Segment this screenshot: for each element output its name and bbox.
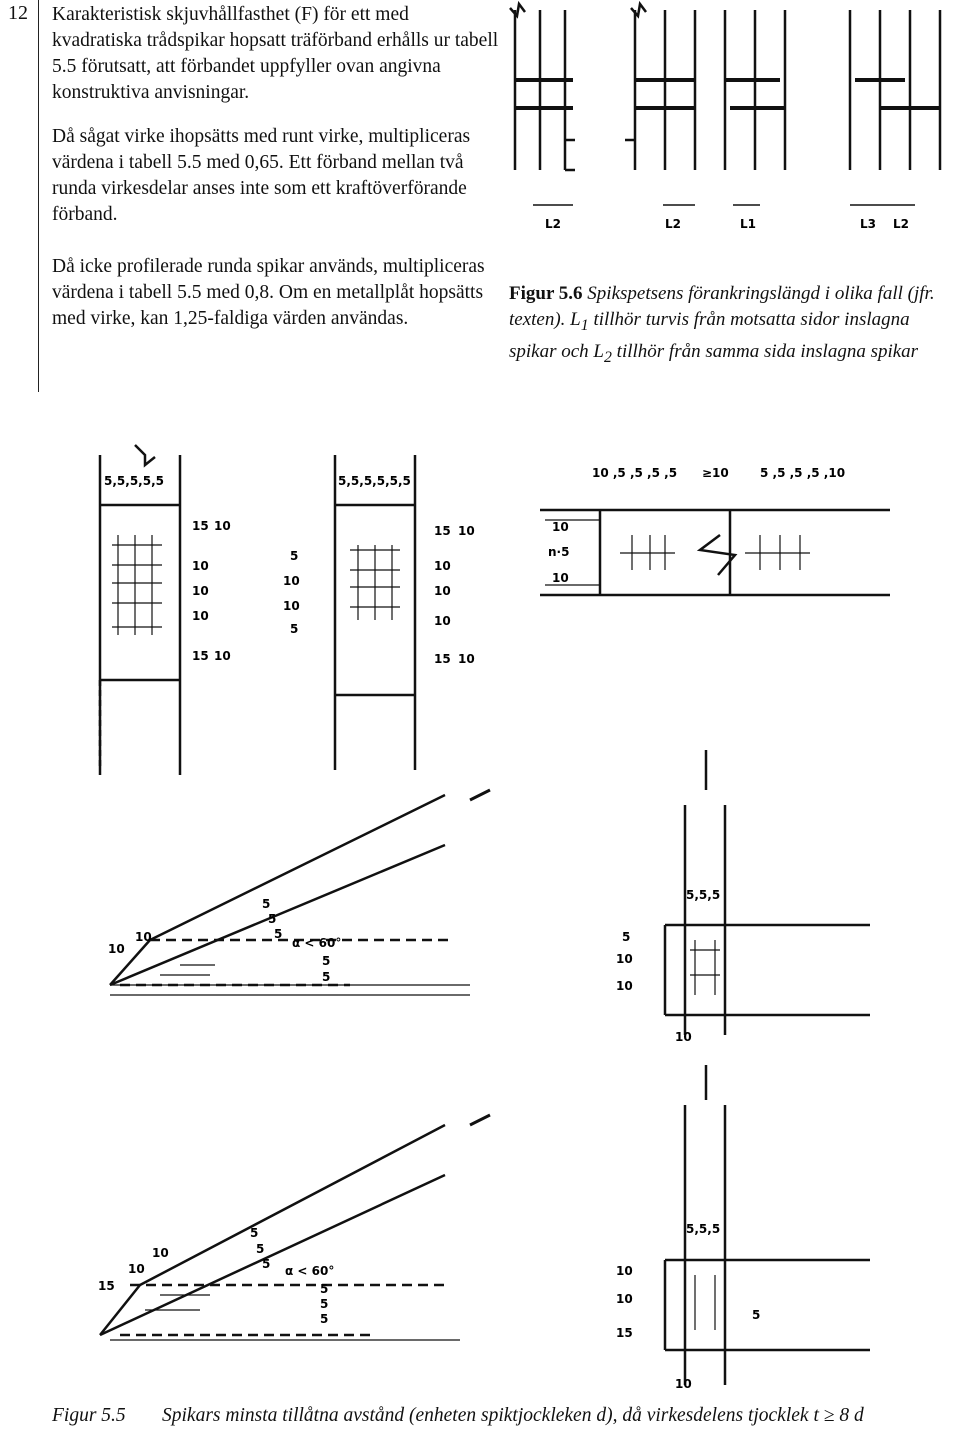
f-edge-2: 10: [128, 1262, 145, 1276]
a-15-bottom: 15: [192, 649, 209, 663]
b-row-1: 10: [434, 559, 451, 573]
figure-5-6-caption-b: tillhör turvis från motsatta sidor insla…: [509, 309, 910, 362]
c-left-3: 10: [552, 571, 569, 585]
page-number: 12: [8, 2, 28, 24]
a-15-top: 15: [192, 519, 209, 533]
figure-5-6-caption-c: tillhör från samma sida inslagna spikar: [611, 340, 919, 362]
f-edge-3: 10: [152, 1246, 169, 1260]
a-row-2: 10: [192, 584, 209, 598]
c-top-spacing-1: 10 ,5 ,5 ,5 ,5: [592, 466, 677, 480]
c-left-2: n·5: [548, 545, 569, 559]
b-15-bottom: 15: [434, 652, 451, 666]
figure-5-6-caption-a: Spikspetsens förankringslängd i olika fa…: [509, 283, 935, 330]
a-10-bottom: 10: [214, 649, 231, 663]
d-pitch-1: 5: [262, 897, 270, 911]
d-edge-2: 10: [135, 930, 152, 944]
paragraph-2-text: Då sågat virke ihopsätts med runt virke,…: [52, 126, 471, 225]
figure-5-5-drawing: 5,5,5,5,5 15 10 10 10 10 15 10 5,5,5,5,5…: [98, 444, 890, 1391]
g-left-1: 10: [616, 1264, 633, 1278]
c-top-spacing-2: ≥10: [702, 466, 729, 480]
b-row-3: 10: [434, 614, 451, 628]
figure-5-6-sub2: 2: [604, 348, 612, 366]
f-pitch-3: 5: [262, 1257, 270, 1271]
e-top-spacing: 5,5,5: [686, 888, 720, 902]
b-15-top: 15: [434, 524, 451, 538]
a-top-spacing: 5,5,5,5,5: [104, 474, 164, 488]
fig56-dim-l1: L1: [740, 217, 756, 231]
d-pitch-2: 5: [268, 912, 276, 926]
fig56-dim-l2-a: L2: [545, 217, 561, 231]
margin-rule: [38, 0, 39, 392]
b-10-top: 10: [458, 524, 475, 538]
figure-5-6-sub1: 1: [580, 316, 589, 334]
a-row-3: 10: [192, 609, 209, 623]
g-top-spacing: 5,5,5: [686, 1222, 720, 1236]
figure-5-6-caption: Figur 5.6 Spikspetsens förankringslängd …: [509, 281, 949, 371]
paragraph-1: Karakteristisk skjuvhållfasthet (F) för …: [52, 2, 502, 106]
figure-5-5-caption-symbol: ≥: [823, 1405, 835, 1426]
e-left-1: 5: [622, 930, 630, 944]
b-left-2: 10: [283, 574, 300, 588]
g-left-3: 15: [616, 1326, 633, 1340]
figure-5-6-drawing: L2 L2 L1 L3 L2: [509, 0, 942, 231]
f-pitch-2: 5: [256, 1242, 264, 1256]
paragraph-3-text: Då icke profilerade runda spikar används…: [52, 256, 485, 329]
f-below-1: 5: [320, 1282, 328, 1296]
fig56-dim-l3: L3: [860, 217, 876, 231]
f-below-2: 5: [320, 1297, 328, 1311]
figure-5-5-caption-prefix: Spikars minsta tillåtna avstånd (enheten…: [162, 1405, 824, 1426]
d-below-2: 5: [322, 970, 330, 984]
b-left-1: 5: [290, 549, 298, 563]
e-bottom: 10: [675, 1030, 692, 1044]
g-left-2: 10: [616, 1292, 633, 1306]
fig56-dim-l2-b: L2: [665, 217, 681, 231]
b-left-3: 10: [283, 599, 300, 613]
d-pitch-3: 5: [274, 927, 282, 941]
b-top-spacing: 5,5,5,5,5,5: [338, 474, 411, 488]
e-left-3: 10: [616, 979, 633, 993]
figure-5-5-caption-line: Spikars minsta tillåtna avstånd (enheten…: [162, 1405, 864, 1427]
d-angle: α < 60°: [292, 936, 341, 950]
f-pitch-1: 5: [250, 1226, 258, 1240]
fig56-dim-l2-c: L2: [893, 217, 909, 231]
b-row-2: 10: [434, 584, 451, 598]
f-edge-1: 15: [98, 1279, 115, 1293]
c-top-spacing-3: 5 ,5 ,5 ,5 ,10: [760, 466, 845, 480]
g-right: 5: [752, 1308, 760, 1322]
b-left-4: 5: [290, 622, 298, 636]
figure-5-6-label: Figur 5.6: [509, 283, 583, 304]
figure-5-5-label: Figur 5.5: [52, 1405, 126, 1426]
f-angle: α < 60°: [285, 1264, 334, 1278]
paragraph-3: Då icke profilerade runda spikar används…: [52, 254, 502, 332]
c-left-1: 10: [552, 520, 569, 534]
d-below-1: 5: [322, 954, 330, 968]
d-edge-1: 10: [108, 942, 125, 956]
b-10-bottom: 10: [458, 652, 475, 666]
f-below-3: 5: [320, 1312, 328, 1326]
g-bottom: 10: [675, 1377, 692, 1391]
figure-5-5-caption-suffix: 8 d: [834, 1405, 864, 1426]
a-row-1: 10: [192, 559, 209, 573]
e-left-2: 10: [616, 952, 633, 966]
a-10-top: 10: [214, 519, 231, 533]
paragraph-2: Då sågat virke ihopsätts med runt virke,…: [52, 124, 502, 228]
paragraph-1-text: Karakteristisk skjuvhållfasthet (F) för …: [52, 4, 499, 103]
